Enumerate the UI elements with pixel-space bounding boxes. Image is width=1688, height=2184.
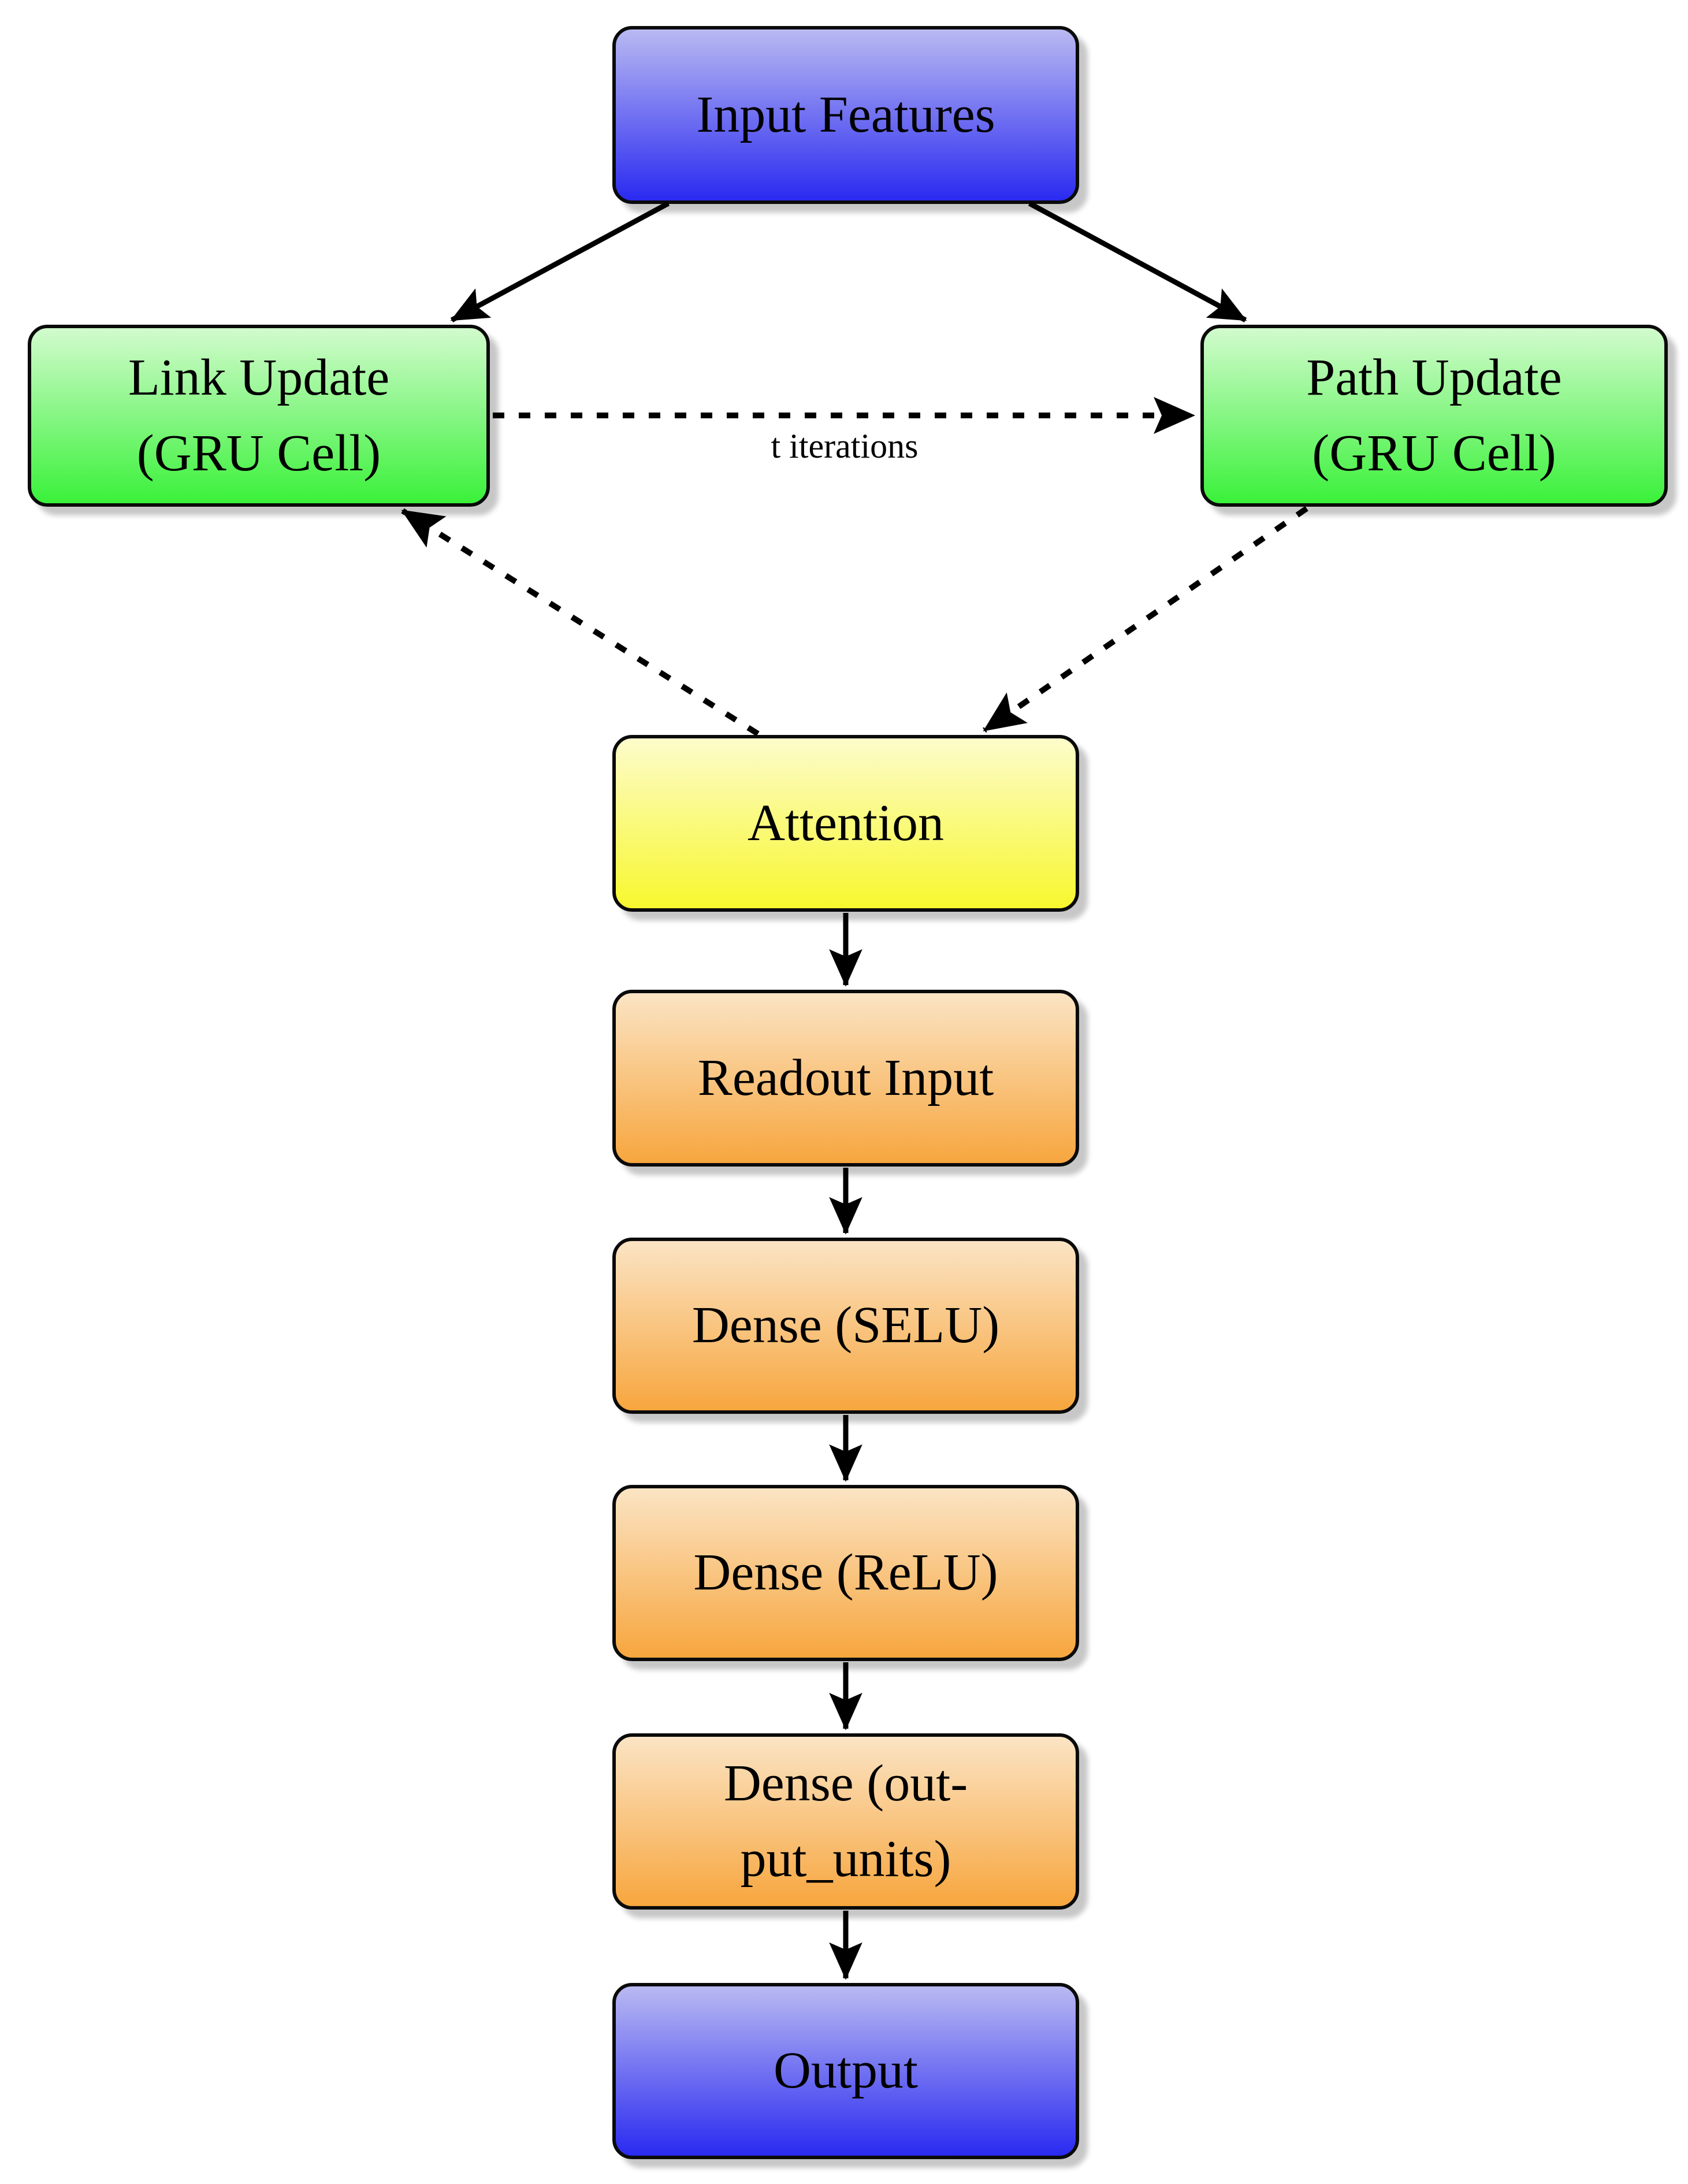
- node-output: Output: [612, 1983, 1079, 2159]
- node-label-dense-output-units: Dense (out- put_units): [723, 1755, 968, 1888]
- node-dense-relu: Dense (ReLU): [612, 1485, 1079, 1661]
- arrow-path-to-attention-dashed: [983, 506, 1308, 733]
- node-label-dense-selu: Dense (SELU): [691, 1297, 1000, 1354]
- arrow-input-to-path: [1028, 201, 1247, 322]
- node-dense-selu: Dense (SELU): [612, 1238, 1079, 1414]
- node-path-update: Path Update (GRU Cell): [1200, 325, 1668, 507]
- node-label-readout-input: Readout Input: [697, 1049, 994, 1106]
- node-attention: Attention: [612, 735, 1079, 912]
- node-readout-input: Readout Input: [612, 990, 1079, 1167]
- node-link-update: Link Update (GRU Cell): [28, 325, 490, 507]
- iterations-edge-label: t iterations: [771, 427, 919, 465]
- node-label-output: Output: [773, 2042, 918, 2100]
- node-label-link-update: Link Update (GRU Cell): [128, 349, 390, 482]
- node-dense-output-units: Dense (out- put_units): [612, 1733, 1079, 1910]
- node-label-path-update: Path Update (GRU Cell): [1306, 349, 1562, 482]
- arrow-attention-to-link-dashed: [401, 508, 760, 737]
- node-label-attention: Attention: [748, 794, 944, 852]
- node-label-input-features: Input Features: [696, 86, 995, 143]
- node-label-dense-relu: Dense (ReLU): [693, 1544, 998, 1602]
- arrow-input-to-link: [450, 201, 670, 322]
- node-input-features: Input Features: [612, 26, 1079, 204]
